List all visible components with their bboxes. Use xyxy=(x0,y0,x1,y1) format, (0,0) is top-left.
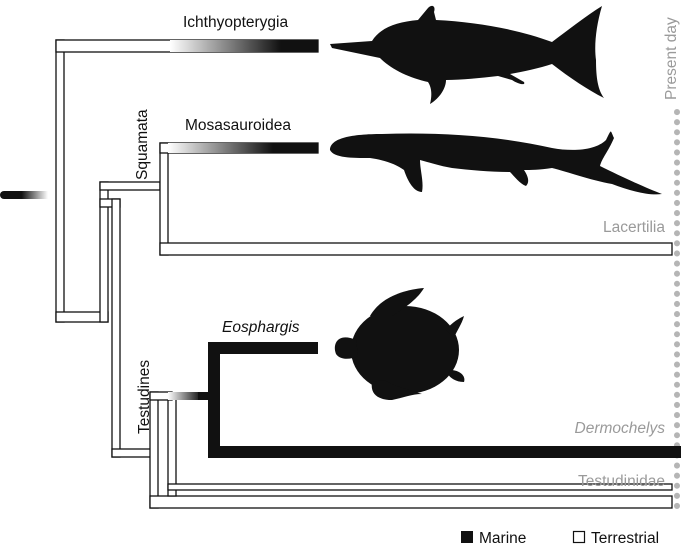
ichthyopterygia-marine-transition xyxy=(170,40,318,52)
marine-branches xyxy=(198,342,681,458)
label-eosphargis: Eosphargis xyxy=(222,319,300,336)
legend-marine-swatch xyxy=(461,531,473,543)
root-branch xyxy=(0,191,50,199)
label-ichthyopterygia: Ichthyopterygia xyxy=(183,14,288,31)
label-present-day: Present day xyxy=(663,17,680,100)
label-mosasauroidea: Mosasauroidea xyxy=(185,117,291,134)
label-squamata: Squamata xyxy=(134,109,151,180)
label-dermochelys: Dermochelys xyxy=(575,420,666,437)
turtle-marine-transition xyxy=(168,392,212,400)
legend-marine-label: Marine xyxy=(479,530,526,547)
mosasauroidea-marine-transition xyxy=(168,143,318,153)
label-testudines: Testudines xyxy=(136,360,153,434)
label-lacertilia: Lacertilia xyxy=(603,219,665,236)
ichthyosaur-silhouette xyxy=(330,5,604,105)
legend: Marine Terrestrial xyxy=(461,530,659,547)
legend-terrestrial-swatch xyxy=(572,530,586,544)
legend-terrestrial-label: Terrestrial xyxy=(591,530,659,547)
sea-turtle-silhouette xyxy=(334,288,465,400)
label-testudinidae: Testudinidae xyxy=(578,473,665,490)
mosasaur-silhouette xyxy=(330,131,662,195)
